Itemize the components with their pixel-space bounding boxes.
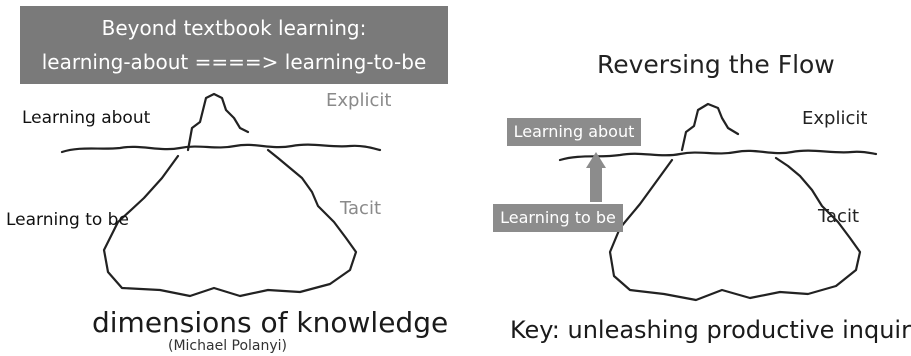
left-iceberg-icon: [60, 92, 382, 298]
banner-line-1: Beyond textbook learning:: [101, 16, 367, 40]
learning-about-label: Learning about: [22, 108, 151, 128]
explicit-label-right: Explicit: [802, 108, 868, 129]
banner-line-2: learning-about ====> learning-to-be: [41, 50, 427, 74]
key-caption: Key: unleashing productive inquiry: [510, 316, 911, 344]
title-banner: Beyond textbook learning: learning-about…: [20, 6, 448, 84]
tacit-label-right: Tacit: [818, 206, 860, 227]
learning-to-be-label: Learning to be: [6, 210, 129, 230]
learning-to-be-box: Learning to be: [493, 204, 623, 232]
reversing-title: Reversing the Flow: [597, 50, 835, 79]
up-arrow-icon: [586, 152, 606, 202]
dimensions-caption: dimensions of knowledge: [92, 306, 449, 339]
right-iceberg-icon: [558, 102, 878, 302]
learning-about-box: Learning about: [507, 118, 641, 146]
tacit-label-left: Tacit: [340, 198, 382, 219]
attribution: (Michael Polanyi): [168, 338, 288, 354]
explicit-label-left: Explicit: [326, 90, 392, 111]
